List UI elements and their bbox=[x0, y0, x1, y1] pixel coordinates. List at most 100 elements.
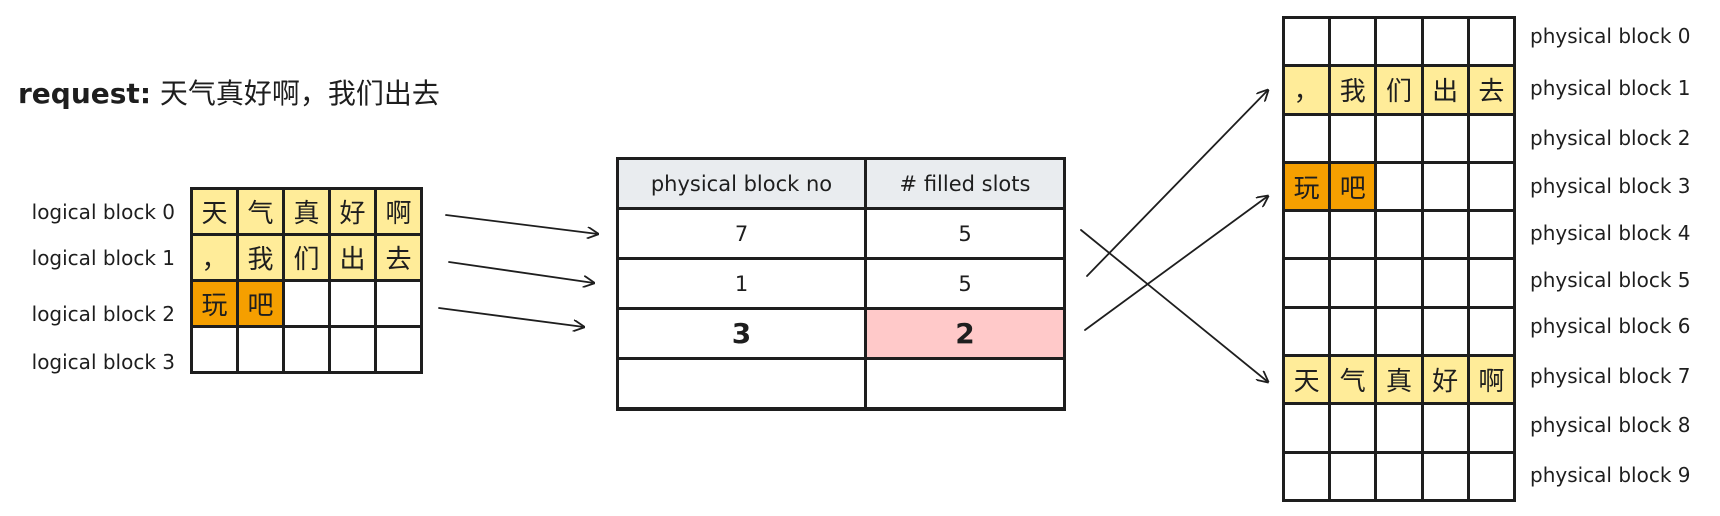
physical-cell bbox=[1331, 19, 1375, 65]
physical-label-8: physical block 8 bbox=[1530, 413, 1691, 437]
physical-label-4: physical block 4 bbox=[1530, 221, 1691, 245]
physical-cell bbox=[1331, 260, 1375, 306]
logical-cell: ， bbox=[193, 236, 236, 279]
logical-cell: 们 bbox=[285, 236, 328, 279]
physical-cell bbox=[1423, 453, 1467, 499]
physical-cell: 吧 bbox=[1331, 163, 1375, 210]
table-cell-block: 3 bbox=[619, 310, 864, 357]
logical-cell: 气 bbox=[239, 190, 282, 233]
table-cell-filled: 5 bbox=[867, 260, 1063, 307]
physical-cell bbox=[1423, 163, 1467, 210]
physical-label-2: physical block 2 bbox=[1530, 126, 1691, 150]
physical-cell bbox=[1469, 260, 1513, 306]
physical-cell bbox=[1423, 19, 1467, 65]
logical-cell: 好 bbox=[331, 190, 374, 233]
request-text: request: 天气真好啊，我们出去 bbox=[18, 72, 440, 112]
logical-cell: 玩 bbox=[193, 282, 236, 325]
physical-cell bbox=[1469, 453, 1513, 499]
arrow-row3-to-physical3 bbox=[1084, 196, 1268, 331]
physical-cell bbox=[1469, 405, 1513, 451]
logical-cell bbox=[285, 328, 328, 371]
physical-cell bbox=[1377, 115, 1421, 161]
logical-cell: 去 bbox=[377, 236, 420, 279]
physical-cell bbox=[1377, 308, 1421, 355]
physical-cell bbox=[1423, 260, 1467, 306]
physical-cell bbox=[1377, 405, 1421, 451]
table-cell-block: 1 bbox=[619, 260, 864, 307]
table-header-physical-block-no: physical block no bbox=[619, 160, 864, 207]
physical-cell: 玩 bbox=[1285, 163, 1329, 210]
physical-cell bbox=[1331, 453, 1375, 499]
physical-cell: ， bbox=[1285, 67, 1329, 113]
physical-cell: 气 bbox=[1331, 357, 1375, 403]
logical-label-1: logical block 1 bbox=[31, 246, 175, 270]
physical-cell: 好 bbox=[1423, 357, 1467, 403]
arrow-row7-to-physical7 bbox=[1080, 229, 1268, 382]
physical-cell bbox=[1469, 308, 1513, 355]
physical-cell bbox=[1423, 405, 1467, 451]
arrow-logical0-to-table bbox=[445, 214, 598, 234]
physical-block-grid: ，我们出去玩吧天气真好啊 bbox=[1282, 16, 1516, 502]
logical-cell: 吧 bbox=[239, 282, 282, 325]
logical-label-0: logical block 0 bbox=[31, 200, 175, 224]
physical-cell bbox=[1469, 212, 1513, 258]
logical-block-grid: 天气真好啊 ，我们出去玩吧 bbox=[190, 187, 423, 374]
physical-cell bbox=[1331, 308, 1375, 355]
logical-label-3: logical block 3 bbox=[31, 350, 175, 374]
physical-cell bbox=[1331, 405, 1375, 451]
logical-cell: 我 bbox=[239, 236, 282, 279]
physical-cell: 真 bbox=[1377, 357, 1421, 403]
physical-label-5: physical block 5 bbox=[1530, 268, 1691, 292]
physical-cell bbox=[1285, 260, 1329, 306]
table-header-filled-slots: # filled slots bbox=[867, 160, 1063, 207]
physical-cell bbox=[1423, 308, 1467, 355]
arrow-logical1-to-table bbox=[448, 261, 594, 283]
physical-cell bbox=[1423, 115, 1467, 161]
logical-cell: 真 bbox=[285, 190, 328, 233]
physical-cell: 天 bbox=[1285, 357, 1329, 403]
physical-label-1: physical block 1 bbox=[1530, 76, 1691, 100]
physical-cell: 去 bbox=[1469, 67, 1513, 113]
physical-cell bbox=[1377, 163, 1421, 210]
physical-label-0: physical block 0 bbox=[1530, 24, 1691, 48]
request-sentence: 天气真好啊，我们出去 bbox=[159, 77, 440, 110]
arrow-logical2-to-table bbox=[438, 307, 584, 327]
physical-cell bbox=[1331, 212, 1375, 258]
logical-cell bbox=[193, 328, 236, 371]
logical-cell: 天 bbox=[193, 190, 236, 233]
physical-cell bbox=[1469, 19, 1513, 65]
physical-label-3: physical block 3 bbox=[1530, 174, 1691, 198]
physical-cell bbox=[1469, 163, 1513, 210]
physical-cell bbox=[1285, 115, 1329, 161]
physical-cell bbox=[1469, 115, 1513, 161]
physical-cell bbox=[1377, 453, 1421, 499]
physical-label-6: physical block 6 bbox=[1530, 314, 1691, 338]
table-cell-block bbox=[619, 360, 864, 407]
physical-cell: 啊 bbox=[1469, 357, 1513, 403]
logical-label-2: logical block 2 bbox=[31, 302, 175, 326]
table-cell-filled bbox=[867, 360, 1063, 407]
physical-cell bbox=[1377, 19, 1421, 65]
physical-cell: 我 bbox=[1331, 67, 1375, 113]
table-cell-filled-highlight: 2 bbox=[867, 310, 1063, 357]
logical-cell bbox=[331, 282, 374, 325]
logical-cell: 出 bbox=[331, 236, 374, 279]
physical-cell bbox=[1377, 212, 1421, 258]
physical-cell bbox=[1331, 115, 1375, 161]
logical-cell bbox=[331, 328, 374, 371]
logical-cell bbox=[239, 328, 282, 371]
physical-cell: 们 bbox=[1377, 67, 1421, 113]
arrow-row1-to-physical1 bbox=[1086, 90, 1268, 277]
request-key: request: bbox=[18, 77, 152, 110]
physical-label-7: physical block 7 bbox=[1530, 364, 1691, 388]
physical-cell: 出 bbox=[1423, 67, 1467, 113]
logical-cell bbox=[285, 282, 328, 325]
physical-cell bbox=[1285, 405, 1329, 451]
table-cell-block: 7 bbox=[619, 210, 864, 257]
logical-cell bbox=[377, 328, 420, 371]
table-cell-filled: 5 bbox=[867, 210, 1063, 257]
physical-cell bbox=[1285, 212, 1329, 258]
logical-cell bbox=[377, 282, 420, 325]
logical-cell: 啊 bbox=[377, 190, 420, 233]
